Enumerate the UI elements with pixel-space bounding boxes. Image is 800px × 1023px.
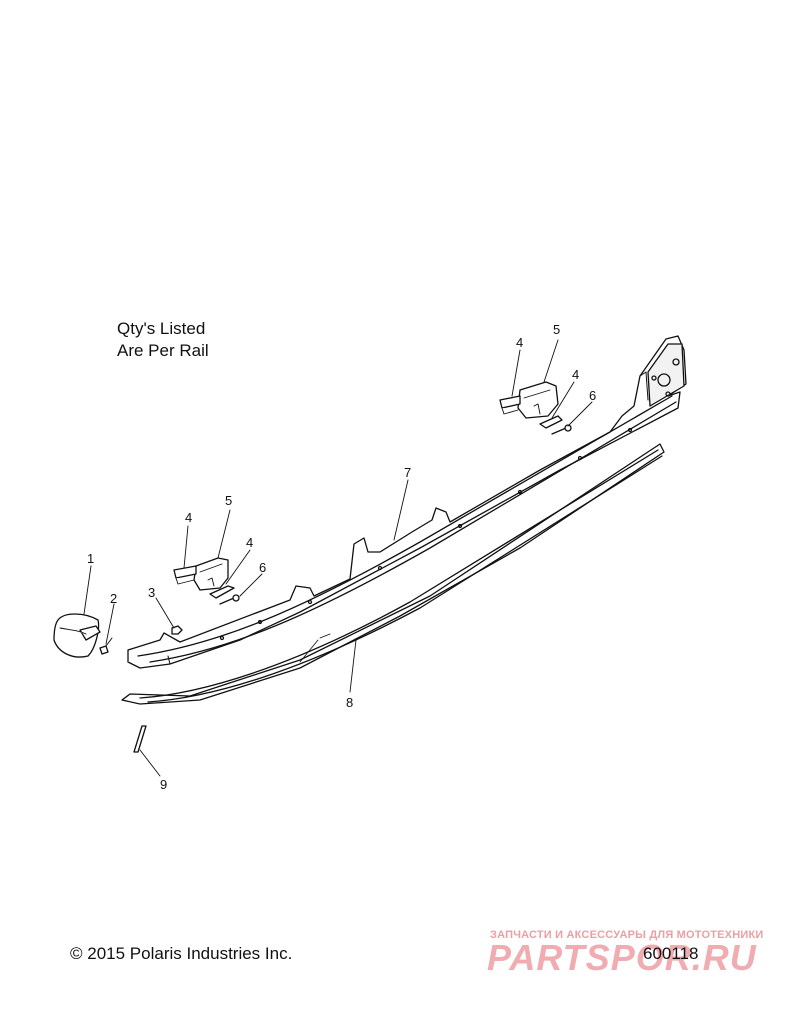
callout-labels: 1 2 3 4 4 4 4 5 5 6 6 7 8 9	[87, 322, 596, 792]
drawing-number: 600118	[643, 944, 699, 963]
rear-bumper-block	[517, 381, 559, 419]
pin-9	[133, 725, 147, 753]
rear-spacer-left	[499, 395, 521, 415]
nut-3	[171, 625, 183, 635]
front-bumper-block	[193, 557, 229, 591]
rail-tip-cap	[53, 613, 101, 658]
callout-6-rear: 6	[589, 388, 596, 403]
wear-strip	[121, 443, 665, 705]
leader-lines	[83, 339, 593, 777]
callout-4-front-left: 4	[185, 510, 192, 525]
screw-2	[99, 637, 113, 655]
callout-2: 2	[110, 591, 117, 606]
rear-spacer-right	[539, 415, 563, 429]
callout-4-rear-right: 4	[572, 367, 579, 382]
callout-6-front: 6	[259, 560, 266, 575]
watermark-logo: PARTSPOR.RU	[487, 937, 757, 978]
watermark-caption: ЗАПЧАСТИ И АКСЕССУАРЫ ДЛЯ МОТОТЕХНИКИ	[490, 929, 764, 941]
callout-3: 3	[148, 585, 155, 600]
callout-5-rear: 5	[553, 322, 560, 337]
callout-9: 9	[160, 777, 167, 792]
slide-rail	[127, 335, 687, 669]
callout-4-rear-left: 4	[516, 335, 523, 350]
callout-4-front-right: 4	[246, 535, 253, 550]
qty-note-line-1: Qty's Listed	[117, 319, 206, 338]
front-spacer-left	[173, 565, 197, 585]
copyright-text: © 2015 Polaris Industries Inc.	[70, 944, 293, 963]
front-spacer-right	[209, 585, 235, 599]
qty-note: Qty's Listed Are Per Rail	[117, 318, 209, 362]
callout-7: 7	[404, 465, 411, 480]
callout-1: 1	[87, 551, 94, 566]
qty-note-line-2: Are Per Rail	[117, 341, 209, 360]
rear-bolt	[551, 424, 572, 435]
callout-5-front: 5	[225, 493, 232, 508]
callout-8: 8	[346, 695, 353, 710]
front-bolt	[219, 594, 240, 605]
